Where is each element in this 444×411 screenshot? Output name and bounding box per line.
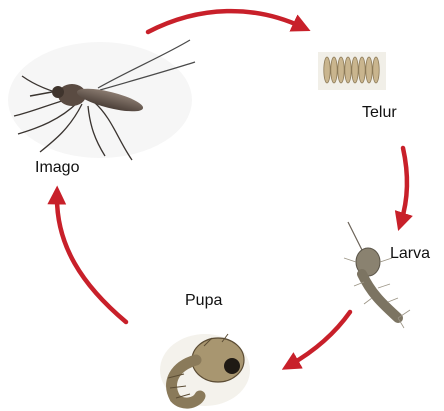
arrow-telur-to-larva — [401, 148, 407, 222]
mosquito-image — [8, 40, 195, 160]
larva-image — [344, 222, 410, 328]
label-pupa: Pupa — [185, 293, 222, 309]
label-imago: Imago — [35, 160, 79, 176]
arrow-larva-to-pupa — [290, 312, 350, 365]
pupa-image — [160, 334, 250, 406]
eggs-image — [318, 52, 386, 90]
arrow-pupa-to-imago — [57, 195, 126, 322]
arrow-imago-to-telur — [148, 11, 302, 32]
label-telur: Telur — [362, 105, 397, 121]
label-larva: Larva — [390, 246, 430, 262]
